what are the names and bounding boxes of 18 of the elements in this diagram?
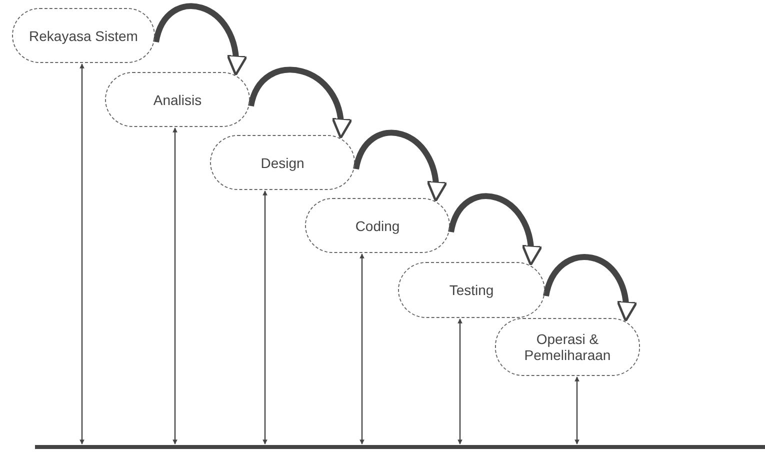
arrow <box>80 64 84 444</box>
phase-box: Coding <box>305 198 450 253</box>
curved-arrow <box>543 254 636 322</box>
phase-box: Testing <box>398 262 545 318</box>
phase-box: Analisis <box>105 72 250 127</box>
phase-box: Design <box>210 135 355 190</box>
curved-arrow <box>153 3 246 76</box>
arrow <box>360 254 364 444</box>
phase-box: Rekayasa Sistem <box>12 8 155 63</box>
phase-box: Operasi & Pemeliharaan <box>495 318 640 376</box>
arrow <box>574 376 580 444</box>
baseline-bar <box>35 445 765 449</box>
arrow <box>262 190 268 444</box>
arrow <box>458 318 462 444</box>
arrow <box>172 128 178 444</box>
curved-arrow <box>448 193 542 266</box>
curved-arrow <box>353 130 446 202</box>
curved-arrow <box>248 66 352 139</box>
